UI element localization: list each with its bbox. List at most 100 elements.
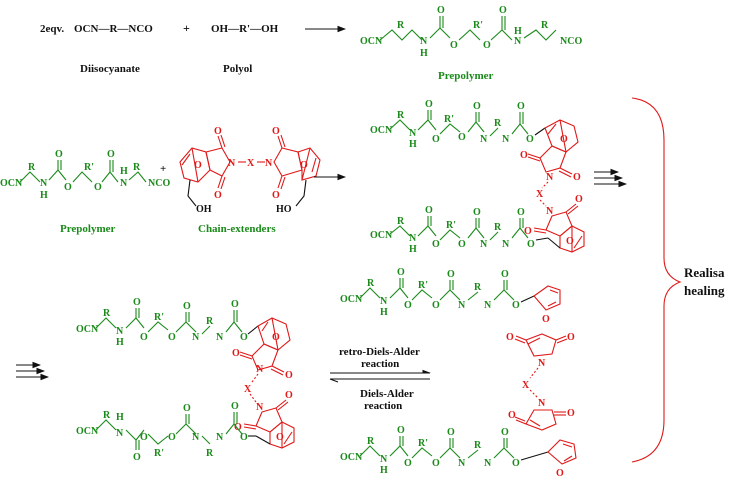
outcome-line2: healing (684, 283, 725, 298)
atom-r: R (541, 20, 549, 31)
atom-n: N (480, 134, 488, 145)
atom-r: R (103, 308, 111, 319)
atom-n: N (458, 458, 466, 469)
atom-n: N (480, 239, 488, 250)
atom-r-prime: R' (418, 280, 428, 291)
bismaleimide: O O N X N O O (506, 332, 575, 431)
atom-n: N (228, 158, 236, 169)
diisocyanate-label: Diisocyanate (80, 63, 140, 75)
diisocyanate-formula: OCN—R—NCO (74, 23, 153, 35)
atom-o: O (425, 205, 433, 216)
atom-o: O (94, 182, 102, 193)
atom-o: O (567, 332, 575, 343)
atom-x: X (244, 384, 252, 395)
atom-o: O (527, 239, 535, 250)
chain-extender-label: Chain-extenders (198, 223, 276, 235)
atom-h: H (120, 166, 128, 177)
diels-alder-reaction: reaction (364, 400, 402, 412)
atom-r: R (367, 278, 375, 289)
atom-o: O (501, 269, 509, 280)
atom-o: O (55, 149, 63, 160)
atom-o: O (272, 332, 280, 343)
atom-o: O (450, 40, 458, 51)
atom-o: O (458, 132, 466, 143)
atom-o: O (517, 207, 525, 218)
atom-ocn: OCN (340, 294, 363, 305)
atom-o: O (234, 422, 242, 433)
atom-r-prime: R' (154, 448, 164, 459)
atom-h: H (409, 139, 417, 150)
atom-r-prime: R' (154, 312, 164, 323)
atom-n: N (256, 364, 264, 375)
atom-o: O (447, 427, 455, 438)
atom-h: H (116, 412, 124, 423)
atom-n: N (484, 300, 492, 311)
atom-h: H (514, 26, 522, 37)
atom-n: N (546, 206, 554, 217)
atom-n: N (546, 172, 554, 183)
atom-r-prime: R' (446, 220, 456, 231)
atom-nco: NCO (560, 36, 582, 47)
atom-n: N (409, 233, 417, 244)
atom-o: O (567, 408, 575, 419)
atom-n: N (514, 36, 522, 47)
atom-o: O (432, 239, 440, 250)
atom-o: O (432, 134, 440, 145)
atom-n: N (502, 239, 510, 250)
atom-o: O (508, 410, 516, 421)
atom-x: X (247, 158, 255, 169)
atom-r-prime: R' (84, 162, 94, 173)
atom-r: R (397, 110, 405, 121)
atom-h: H (116, 337, 124, 348)
atom-r: R (494, 118, 502, 129)
atom-n: N (538, 398, 546, 409)
atom-o: O (447, 269, 455, 280)
atom-r: R (206, 316, 214, 327)
atom-n: N (192, 332, 200, 343)
atom-ocn: OCN (76, 324, 99, 335)
atom-r: R (103, 410, 111, 421)
atom-h: H (409, 244, 417, 255)
atom-o: O (437, 5, 445, 16)
atom-h: H (380, 465, 388, 476)
atom-o: O (432, 458, 440, 469)
atom-x: X (522, 380, 530, 391)
plus-sign-2: + (160, 163, 166, 175)
retro-diels-alder-reaction: reaction (361, 358, 399, 370)
atom-ocn: OCN (0, 178, 23, 189)
atom-r: R (474, 440, 482, 451)
atom-n: N (538, 358, 546, 369)
atom-o: O (168, 332, 176, 343)
atom-n: N (484, 458, 492, 469)
atom-ocn: OCN (340, 452, 363, 463)
atom-o: O (133, 452, 141, 463)
step1-reactants: 2eqv. OCN—R—NCO + OH—R'—OH Diisocyanate … (40, 21, 279, 75)
atom-o: O (473, 101, 481, 112)
atom-o: O (232, 348, 240, 359)
atom-o: O (276, 432, 284, 443)
atom-o: O (512, 458, 520, 469)
atom-n: N (120, 178, 128, 189)
atom-o: O (300, 160, 308, 171)
atom-ho: HO (276, 204, 292, 215)
crosslinked-polymer-upper: OCN R N H O O R' O O N R N O O O O O N (370, 99, 585, 255)
atom-r-prime: R' (444, 114, 454, 125)
outcome-line1: Realisa (684, 265, 725, 280)
atom-o: O (272, 126, 280, 137)
atom-o: O (397, 425, 405, 436)
atom-n: N (256, 402, 264, 413)
atom-o: O (458, 239, 466, 250)
atom-r: R (133, 162, 141, 173)
atom-o: O (133, 297, 141, 308)
atom-o: O (168, 432, 176, 443)
atom-n: N (380, 454, 388, 465)
crosslinked-polymer-lower: OCN R N H O O R' O O N R N O O O O O N X (76, 297, 295, 463)
atom-o: O (285, 370, 293, 381)
atom-o: O (573, 172, 581, 183)
step1-prefix: 2eqv. (40, 23, 64, 35)
atom-o: O (517, 101, 525, 112)
retro-diels-alder-label: retro-Diels-Alder (339, 346, 420, 358)
plus-sign-1: + (183, 21, 190, 35)
atom-n: N (409, 128, 417, 139)
atom-o: O (194, 160, 202, 171)
